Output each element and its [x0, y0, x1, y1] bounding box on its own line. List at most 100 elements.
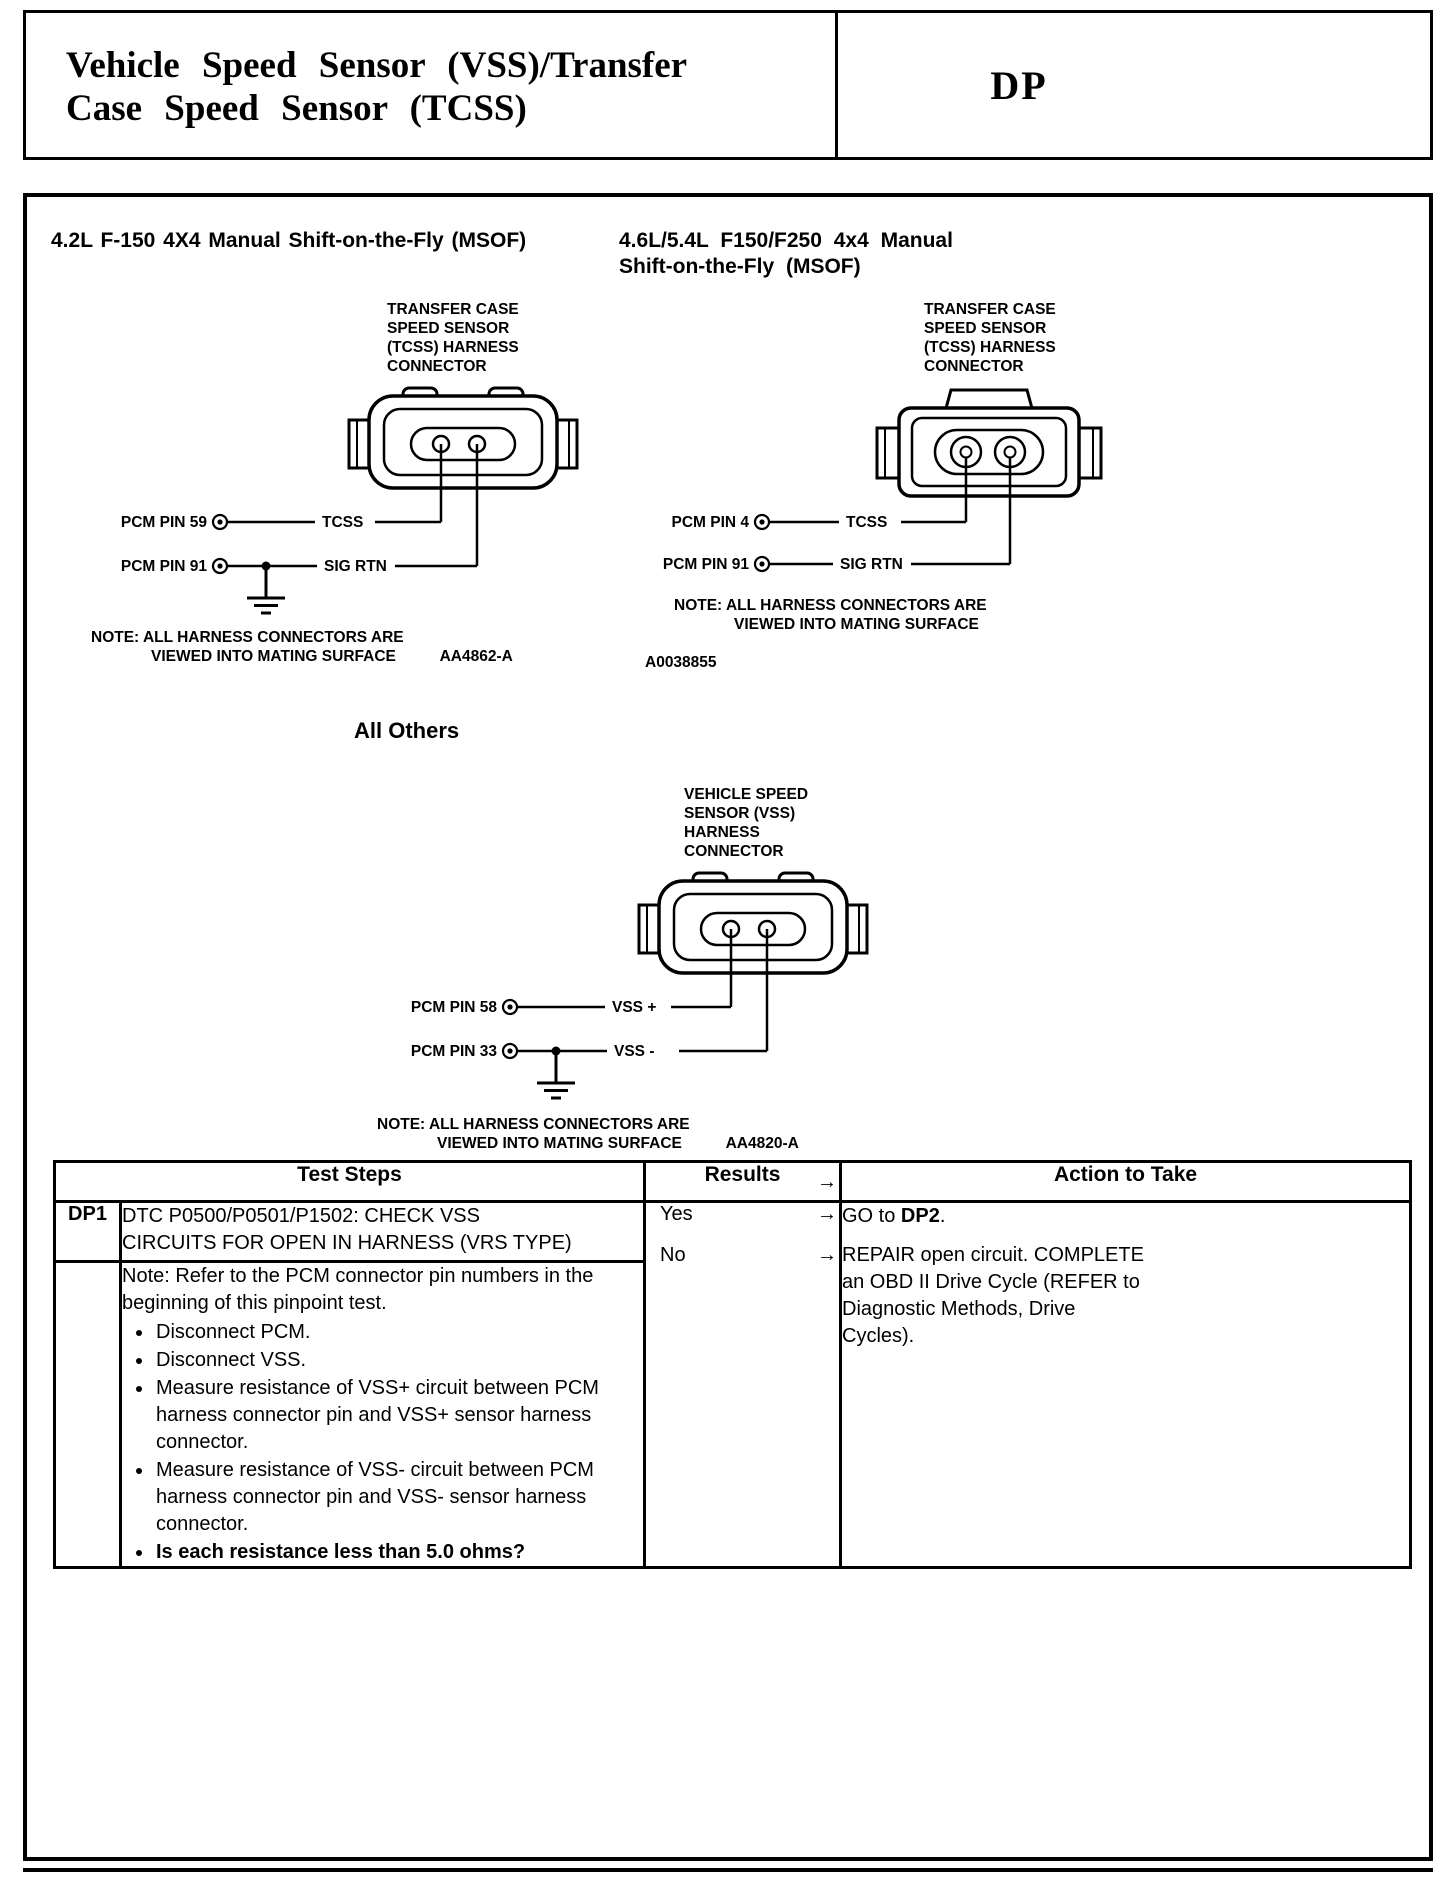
step-note: Note: Refer to the PCM connector pin num… [122, 1265, 594, 1314]
action-yes-target: DP2 [900, 1205, 940, 1227]
page-title-line1: Vehicle Speed Sensor (VSS)/Transfer [66, 45, 688, 86]
step-bullet-list: Disconnect PCM. Disconnect VSS. Measure … [122, 1319, 643, 1566]
heading-46l: 4.6L/5.4L F150/F250 4x4 Manual Shift-on-… [619, 228, 1049, 280]
ground-icon [247, 566, 285, 615]
column-header-test-steps: Test Steps [53, 1160, 646, 1203]
connector-label: TRANSFER CASE SPEED SENSOR (TCSS) HARNES… [387, 300, 607, 376]
column-header-action: Action to Take [839, 1160, 1412, 1203]
heading-46l-line1: 4.6L/5.4L F150/F250 4x4 Manual [619, 229, 953, 252]
pcm-pin-symbols [211, 513, 229, 575]
result-yes-label: Yes [660, 1203, 693, 1225]
figure-tcss-46l: TRANSFER CASE SPEED SENSOR (TCSS) HARNES… [637, 292, 1117, 672]
action-yes-prefix: GO to [842, 1205, 901, 1227]
step-id: DP1 [53, 1200, 122, 1263]
action-no: REPAIR open circuit. COMPLETE an OBD II … [842, 1244, 1144, 1347]
connector-label: TRANSFER CASE SPEED SENSOR (TCSS) HARNES… [924, 300, 1117, 376]
figure-id: A0038855 [645, 654, 717, 671]
connector-label: VEHICLE SPEED SENSOR (VSS) HARNESS CONNE… [684, 785, 887, 861]
step-bullet: Measure resistance of VSS- circuit betwe… [154, 1457, 643, 1538]
results-header-label: Results [704, 1163, 781, 1186]
pcm-pin-symbols [753, 513, 771, 573]
harness-note-text: NOTE: ALL HARNESS CONNECTORS ARE VIEWED … [377, 1115, 690, 1153]
pin2-label: PCM PIN 91 [663, 556, 750, 573]
connector-shell [875, 388, 1103, 498]
action-yes-suffix: . [939, 1205, 946, 1227]
section-code: DP [990, 62, 1048, 108]
tab-detail-lines [356, 420, 570, 468]
step-instructions: Note: Refer to the PCM connector pin num… [119, 1260, 646, 1569]
harness-note-line2: VIEWED INTO MATING SURFACE [734, 616, 979, 633]
section-code-cell: DP [838, 13, 1430, 157]
connector-label-line2: SPEED SENSOR [387, 320, 510, 337]
connector-label-line3: HARNESS [684, 824, 760, 841]
wiring-lines [517, 929, 769, 1053]
connector-label-line4: CONNECTOR [387, 358, 487, 375]
figure-vss: VEHICLE SPEED SENSOR (VSS) HARNESS CONNE… [357, 767, 887, 1153]
connector-label-line2: SENSOR (VSS) [684, 805, 796, 822]
content-box: 4.2L F-150 4X4 Manual Shift-on-the-Fly (… [23, 193, 1433, 1861]
harness-note-line1: NOTE: ALL HARNESS CONNECTORS ARE [91, 629, 404, 646]
column-header-results: Results → [643, 1160, 842, 1203]
wiring-lines [769, 458, 1012, 566]
step-bullet: Disconnect VSS. [154, 1347, 643, 1374]
harness-note-line1: NOTE: ALL HARNESS CONNECTORS ARE [674, 597, 987, 614]
tab-detail-lines [646, 905, 860, 953]
result-no-label: No [660, 1244, 686, 1266]
heading-42l: 4.2L F-150 4X4 Manual Shift-on-the-Fly (… [51, 229, 527, 252]
harness-note-text: NOTE: ALL HARNESS CONNECTORS ARE VIEWED … [91, 628, 404, 666]
harness-note-line2: VIEWED INTO MATING SURFACE [437, 1135, 682, 1152]
harness-note: NOTE: ALL HARNESS CONNECTORS ARE VIEWED … [674, 596, 1117, 634]
tcss-connector-diagram: PCM PIN 59 TCSS PCM PIN 91 SIG RTN [121, 386, 579, 615]
connector-label-line4: CONNECTOR [924, 358, 1024, 375]
signal2-label: VSS - [614, 1043, 654, 1060]
connector-shell [637, 871, 869, 975]
page-title-line2: Case Speed Sensor (TCSS) [66, 87, 527, 129]
result-yes: Yes → [646, 1203, 839, 1232]
figure-id: AA4820-A [725, 1135, 799, 1152]
tcss-connector-diagram: PCM PIN 4 TCSS PCM PIN 91 SIG RTN [663, 388, 1103, 573]
harness-note: NOTE: ALL HARNESS CONNECTORS ARE VIEWED … [91, 628, 607, 666]
wiring-lines [227, 444, 479, 568]
action-yes: GO to DP2. [842, 1203, 1409, 1230]
title-block: Vehicle Speed Sensor (VSS)/Transfer Case… [23, 10, 1433, 160]
signal2-label: SIG RTN [324, 558, 387, 575]
connector-label-line1: TRANSFER CASE [387, 301, 519, 318]
result-no: No → [646, 1244, 839, 1273]
ground-icon [537, 1051, 575, 1100]
connector-shell [347, 386, 579, 490]
step-title-line1: DTC P0500/P0501/P1502: CHECK VSS [122, 1205, 480, 1227]
tab-detail-lines [884, 428, 1094, 478]
connector-label-line4: CONNECTOR [684, 843, 784, 860]
connector-label-line1: TRANSFER CASE [924, 301, 1056, 318]
connector-label-line2: SPEED SENSOR [924, 320, 1047, 337]
pin2-label: PCM PIN 91 [121, 558, 208, 575]
pin2-label: PCM PIN 33 [411, 1043, 498, 1060]
figure-tcss-42l: TRANSFER CASE SPEED SENSOR (TCSS) HARNES… [87, 292, 607, 666]
heading-46l-line2: Shift-on-the-Fly (MSOF) [619, 255, 861, 278]
connector-label-line3: (TCSS) HARNESS [924, 339, 1056, 356]
step-final-question: Is each resistance less than 5.0 ohms? [154, 1539, 643, 1566]
step-id-spacer [53, 1260, 122, 1569]
connector-label-line3: (TCSS) HARNESS [387, 339, 519, 356]
figure-id: AA4862-A [439, 648, 513, 665]
step-title: DTC P0500/P0501/P1502: CHECK VSS CIRCUIT… [119, 1200, 646, 1263]
pin1-label: PCM PIN 59 [121, 514, 208, 531]
pin1-label: PCM PIN 58 [411, 999, 498, 1016]
action-cell: GO to DP2. REPAIR open circuit. COMPLETE… [839, 1200, 1412, 1569]
step-bullet: Measure resistance of VSS+ circuit betwe… [154, 1375, 643, 1456]
harness-note-line2: VIEWED INTO MATING SURFACE [151, 648, 396, 665]
connector-label-line1: VEHICLE SPEED [684, 786, 809, 803]
arrow-right-icon: → [817, 1171, 837, 1193]
bottom-rule [23, 1868, 1433, 1872]
vss-connector-diagram: PCM PIN 58 VSS + PCM PIN 33 VSS - [411, 871, 869, 1100]
arrow-right-icon: → [817, 1244, 837, 1266]
signal1-label: TCSS [322, 514, 363, 531]
pcm-pin-symbols [501, 998, 519, 1060]
harness-note: NOTE: ALL HARNESS CONNECTORS ARE VIEWED … [377, 1115, 887, 1153]
step-bullet: Disconnect PCM. [154, 1319, 643, 1346]
signal1-label: VSS + [612, 999, 656, 1016]
harness-note-line1: NOTE: ALL HARNESS CONNECTORS ARE [377, 1116, 690, 1133]
signal2-label: SIG RTN [840, 556, 903, 573]
page-title: Vehicle Speed Sensor (VSS)/Transfer Case… [26, 13, 838, 157]
